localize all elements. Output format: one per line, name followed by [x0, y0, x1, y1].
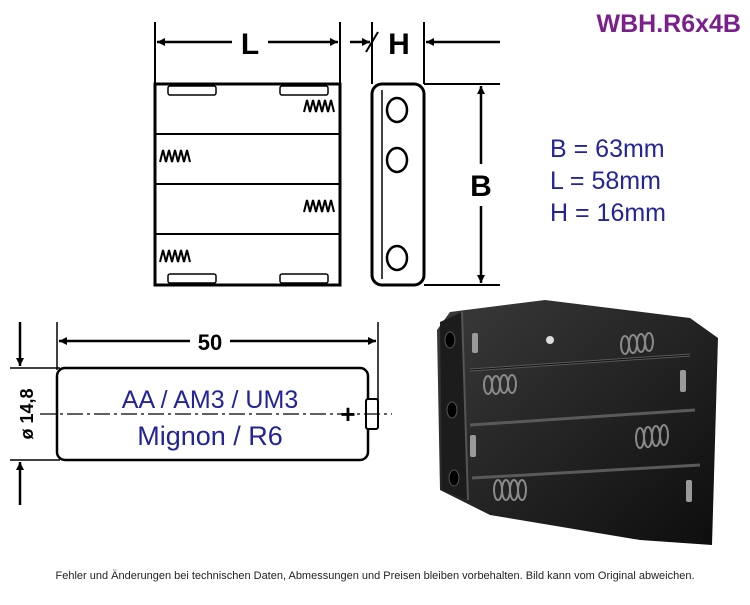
label-h: H — [388, 28, 410, 61]
dimension-list: B = 63mm L = 58mm H = 16mm — [550, 133, 666, 229]
battery-polarity: + — [340, 399, 355, 429]
battery-diameter-label: ø 14,8 — [17, 388, 37, 439]
battery-type-line1: AA / AM3 / UM3 — [122, 386, 298, 414]
dimension-b-value: B = 63mm — [550, 135, 665, 163]
holder-top-view — [153, 82, 342, 287]
battery-type-line2: Mignon / R6 — [137, 421, 283, 451]
dimension-l: L — [154, 22, 341, 84]
dimension-h-value: H = 16mm — [550, 199, 667, 227]
battery-length-label: 50 — [198, 330, 222, 355]
dimension-l-value: L = 58mm — [550, 167, 661, 195]
spring-icon — [303, 199, 335, 213]
disclaimer: Fehler und Änderungen bei technischen Da… — [55, 570, 695, 582]
spring-icon — [159, 249, 191, 263]
product-photo — [437, 300, 718, 545]
spring-icon — [303, 99, 335, 113]
spring-icon — [159, 149, 191, 163]
holder-side-view — [370, 82, 426, 287]
dimension-h: H — [350, 22, 500, 84]
label-l: L — [241, 28, 259, 61]
label-b: B — [470, 170, 492, 203]
product-code: WBH.R6x4B — [596, 10, 741, 38]
battery-drawing: 50 ø 14,8 AA / AM3 / UM3 Mignon / R6 + — [10, 322, 392, 505]
dimension-b: B — [424, 83, 500, 286]
